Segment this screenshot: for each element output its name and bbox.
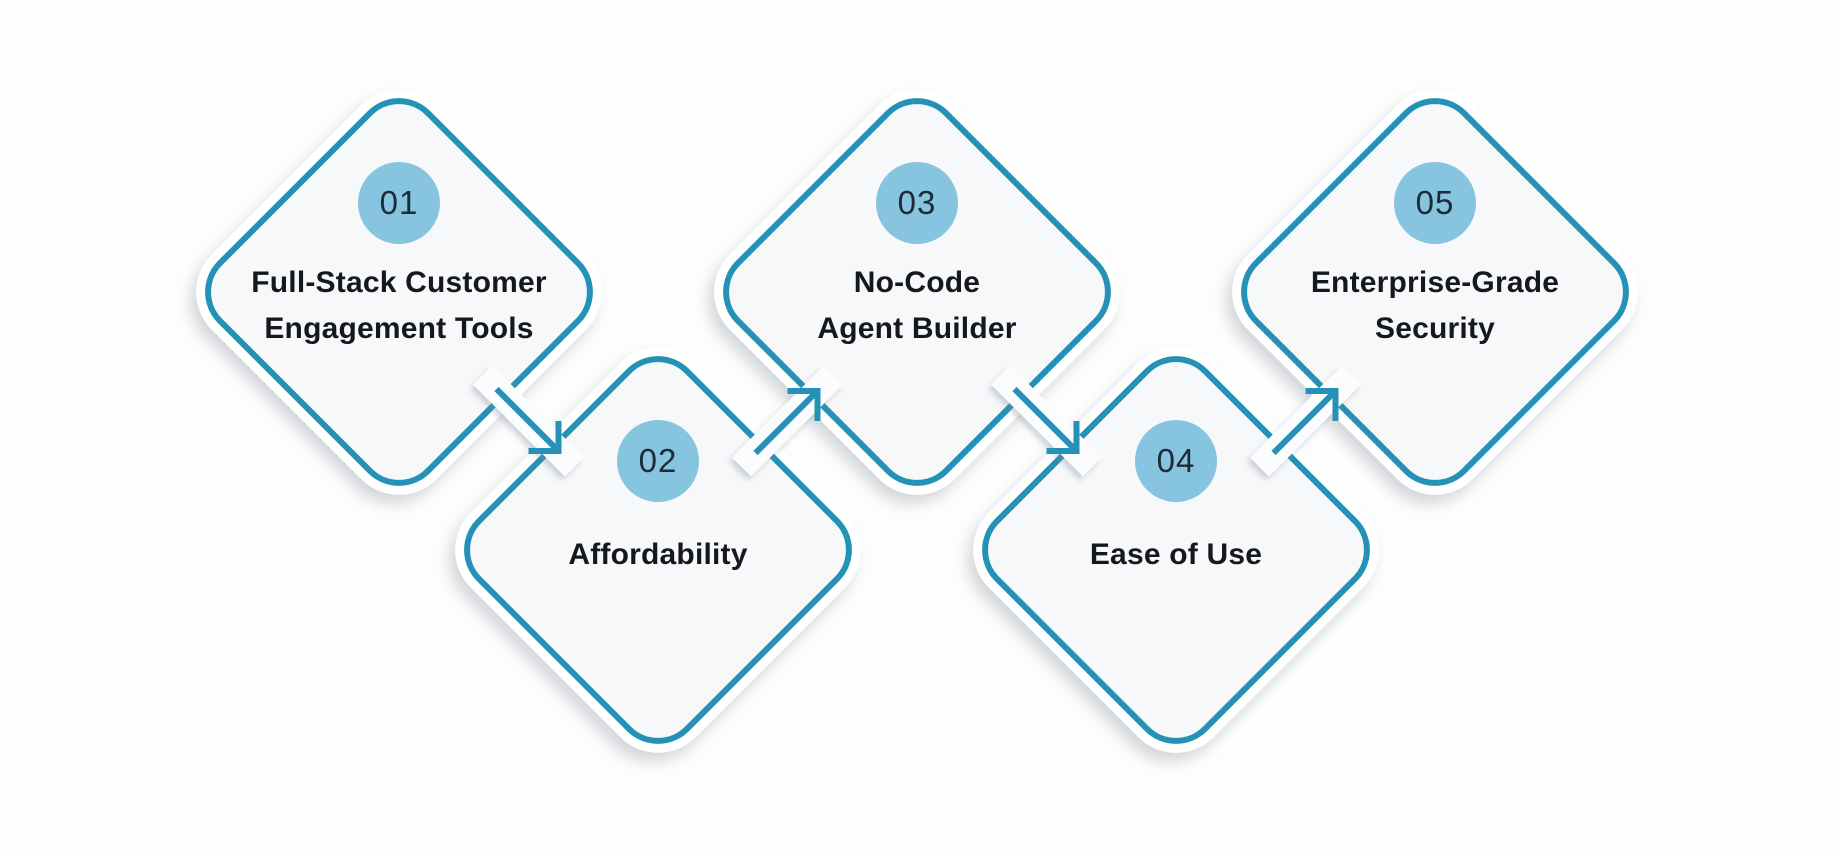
diamond-step-01: [186, 79, 612, 505]
diamond-step-04: [963, 337, 1389, 763]
diamond-shape-05: [1222, 79, 1648, 505]
diamond-step-05: [1222, 79, 1648, 505]
diamond-step-03: [704, 79, 1130, 505]
diamond-step-02: [445, 337, 871, 763]
